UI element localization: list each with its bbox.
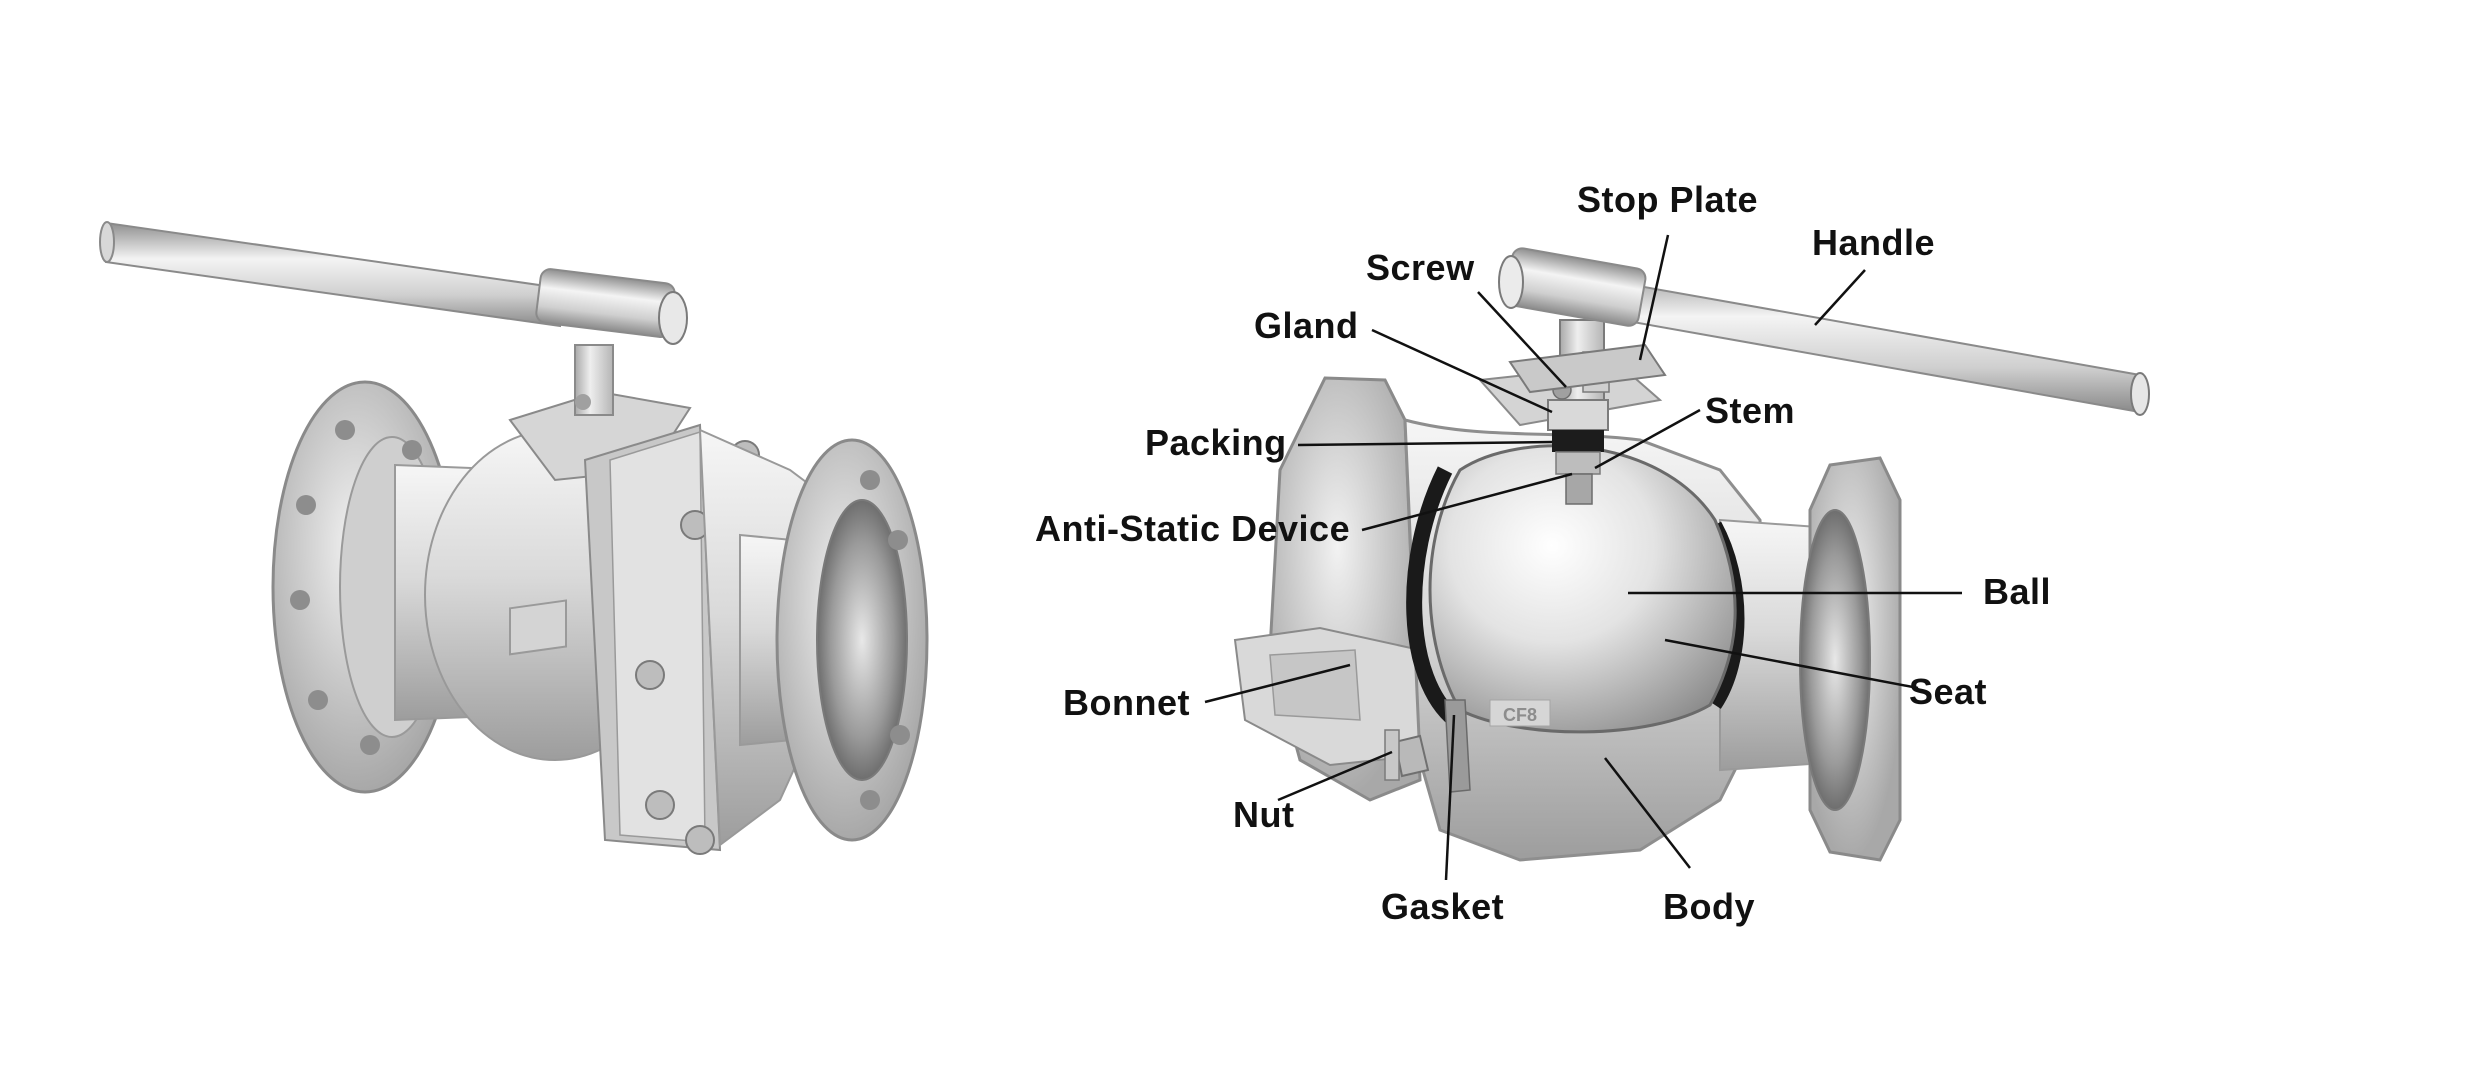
- label-packing: Packing: [1145, 422, 1287, 463]
- label-anti-static-device: Anti-Static Device: [1035, 508, 1351, 549]
- casting-mark: CF8: [1503, 705, 1537, 725]
- leader-handle: [1814, 269, 1866, 326]
- leader-anti-static: [1361, 472, 1573, 532]
- leader-packing: [1297, 440, 1553, 447]
- assembled-valve: [99, 221, 929, 855]
- leader-body: [1604, 757, 1691, 869]
- label-gland: Gland: [1254, 305, 1359, 346]
- label-stem: Stem: [1705, 390, 1796, 431]
- leader-seat: [1664, 638, 1919, 690]
- cutaway-valve: CF8: [1233, 247, 2150, 862]
- leader-lines: [1204, 234, 1962, 881]
- leader-screw: [1477, 291, 1567, 388]
- leader-stem: [1594, 408, 1701, 470]
- label-seat: Seat: [1909, 671, 1988, 712]
- leader-gland: [1371, 328, 1553, 414]
- label-gasket: Gasket: [1381, 886, 1505, 927]
- label-body: Body: [1663, 886, 1755, 927]
- leader-stop-plate: [1638, 234, 1670, 361]
- leader-bonnet: [1204, 663, 1351, 704]
- label-stop-plate: Stop Plate: [1577, 179, 1759, 220]
- label-screw: Screw: [1366, 247, 1475, 288]
- label-bonnet: Bonnet: [1063, 682, 1190, 723]
- label-ball: Ball: [1983, 571, 2052, 612]
- label-handle: Handle: [1812, 222, 1936, 263]
- leader-nut: [1277, 750, 1393, 802]
- leader-gasket: [1444, 714, 1456, 881]
- label-nut: Nut: [1233, 794, 1295, 835]
